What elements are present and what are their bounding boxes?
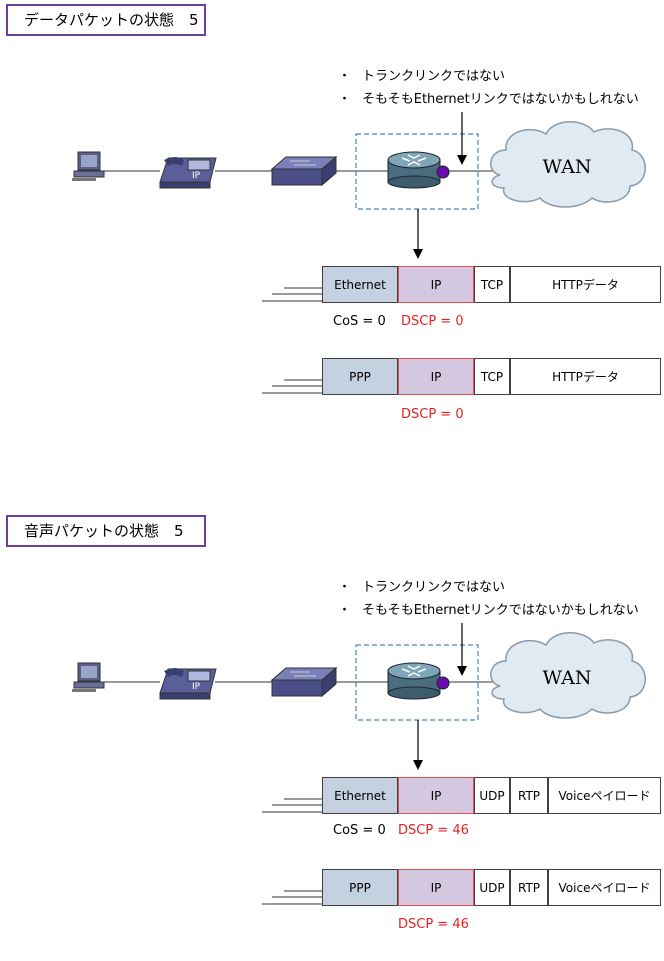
frame-header-ip: IP: [398, 358, 474, 395]
network-diagram: IP WAN: [72, 623, 646, 905]
wan-cloud: [490, 121, 646, 208]
frame-header-ppp: PPP: [322, 869, 398, 906]
frame-header-ip: IP: [398, 869, 474, 906]
note-item: ・トランクリンクではない: [338, 580, 506, 595]
frame-header-udp: UDP: [474, 777, 510, 814]
frame-payload: Voiceペイロード: [548, 777, 661, 814]
ip-phone-icon: IP: [159, 157, 217, 189]
section-data-packet: データパケットの状態 5 ・トランクリンクではない ・そもそもEthernetリ…: [0, 0, 664, 450]
cos-label: CoS = 0: [333, 314, 386, 329]
note-arrowhead: [457, 666, 467, 676]
frame-header-ethernet: Ethernet: [322, 777, 398, 814]
pc-icon: [72, 662, 105, 692]
phone-label: IP: [192, 682, 201, 692]
frame-payload: HTTPデータ: [510, 266, 661, 303]
frame-header-ip: IP: [398, 777, 474, 814]
frame-header-tcp: TCP: [474, 358, 510, 395]
note-arrowhead: [457, 155, 467, 165]
down-arrowhead: [413, 760, 423, 770]
pc-icon: [72, 151, 105, 181]
router-icon: [387, 151, 441, 189]
note-item: ・そもそもEthernetリンクではないかもしれない: [338, 92, 639, 107]
switch-icon: [270, 155, 338, 187]
dscp-label: DSCP = 0: [401, 407, 464, 422]
note-item: ・トランクリンクではない: [338, 69, 506, 84]
frame-payload: Voiceペイロード: [548, 869, 661, 906]
switch-icon: [270, 666, 338, 698]
interface-marker: [436, 165, 450, 179]
frame-payload: HTTPデータ: [510, 358, 661, 395]
frame-header-rtp: RTP: [510, 777, 548, 814]
section-voice-packet: 音声パケットの状態 5 ・トランクリンクではない ・そもそもEthernetリン…: [0, 511, 664, 961]
dscp-label: DSCP = 46: [398, 823, 469, 838]
down-arrowhead: [413, 249, 423, 259]
frame-header-rtp: RTP: [510, 869, 548, 906]
router-highlight-box: [355, 644, 479, 721]
frame-header-tcp: TCP: [474, 266, 510, 303]
section-title: 音声パケットの状態 5: [6, 515, 206, 547]
router-icon: [387, 662, 441, 700]
phone-label: IP: [192, 171, 201, 181]
dscp-label: DSCP = 46: [398, 917, 469, 932]
frame-header-udp: UDP: [474, 869, 510, 906]
network-diagram: IP WAN: [72, 112, 646, 394]
cos-label: CoS = 0: [333, 823, 386, 838]
section-title: データパケットの状態 5: [6, 4, 206, 36]
frame-header-ip: IP: [398, 266, 474, 303]
ip-phone-icon: IP: [159, 668, 217, 700]
interface-marker: [436, 676, 450, 690]
frame-header-ppp: PPP: [322, 358, 398, 395]
wan-label: WAN: [543, 667, 592, 689]
router-highlight-box: [355, 133, 479, 210]
wan-cloud: [490, 632, 646, 719]
dscp-label: DSCP = 0: [401, 314, 464, 329]
frame-header-ethernet: Ethernet: [322, 266, 398, 303]
wan-label: WAN: [543, 156, 592, 178]
note-item: ・そもそもEthernetリンクではないかもしれない: [338, 603, 639, 618]
